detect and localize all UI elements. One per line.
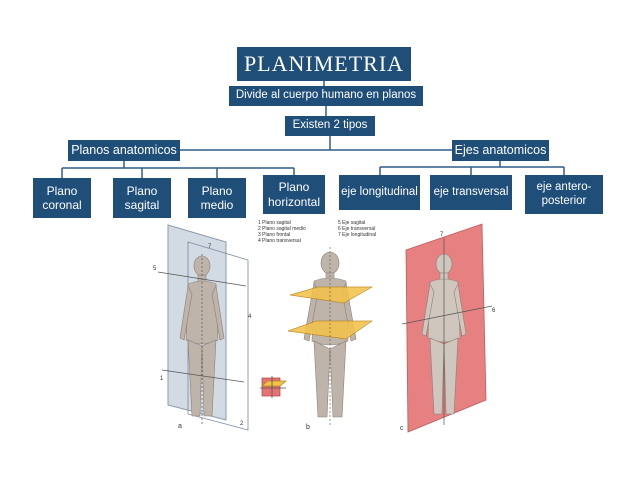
legend-item: 4 Plano transversal: [258, 238, 301, 244]
planes-cube-icon: [260, 376, 287, 398]
planos-anatomicos-box: Planos anatomicos: [68, 140, 180, 161]
legend-item: 5 Eje sagital: [338, 220, 366, 226]
panel-label-b: b: [306, 424, 310, 430]
eje-antero-posterior-box: eje antero-posterior: [525, 175, 603, 214]
axis-number: 6: [492, 308, 496, 314]
plano-coronal-box: Plano coronal: [33, 178, 91, 218]
legend-item: 7 Eje longitudinal: [338, 232, 377, 238]
plano-medio-box: Plano medio: [188, 178, 246, 218]
plano-sagital-box: Plano sagital: [113, 178, 171, 218]
horizontal-plane-upper: [289, 286, 374, 304]
axis-number: 4: [248, 314, 252, 320]
figure-sagittal-plane: 5 7 1 2 4 a: [153, 224, 252, 431]
legend-item: 6 Eje transversal: [338, 226, 376, 232]
tipos-box: Existen 2 tipos: [285, 116, 375, 136]
axis-number: 7: [208, 244, 212, 250]
legend-item: 1 Plano sagital: [258, 220, 291, 226]
axis-number: 7: [440, 232, 444, 238]
eje-transversal-box: eje transversal: [430, 175, 512, 210]
figure-horizontal-planes: b: [287, 247, 374, 430]
legend-item: 3 Plano frontal: [258, 232, 291, 238]
panel-label-c: c: [400, 425, 404, 432]
horizontal-plane-lower: [287, 320, 374, 340]
figure-coronal-plane: 7 6 c: [400, 223, 496, 433]
plano-horizontal-box: Plano horizontal: [263, 175, 325, 214]
sagittal-plane-outline: [187, 241, 249, 431]
diagram-title: PLANIMETRIA: [237, 47, 411, 81]
ejes-anatomicos-box: Ejes anatomicos: [452, 140, 549, 161]
axis-number: 2: [240, 421, 244, 427]
diagram-subtitle: Divide al cuerpo humano en planos: [229, 86, 423, 106]
panel-label-a: a: [178, 423, 182, 430]
eje-longitudinal-box: eje longitudinal: [339, 175, 420, 210]
legend-item: 2 Plano sagital medio: [258, 226, 306, 232]
axis-number: 5: [153, 266, 157, 272]
axis-number: 1: [160, 376, 164, 382]
